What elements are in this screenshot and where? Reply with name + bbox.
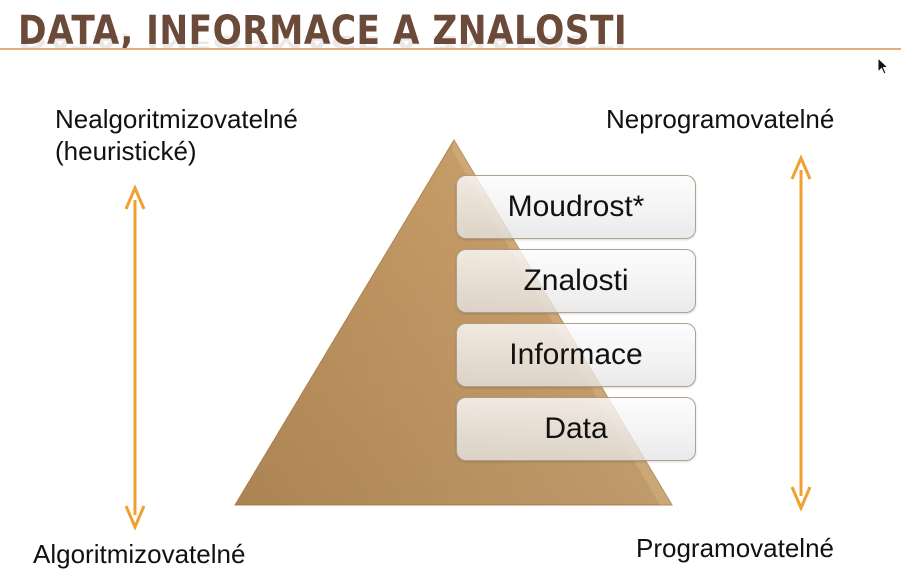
- pyramid-level-information: Informace: [456, 323, 696, 387]
- right-double-arrow-icon: [790, 154, 812, 512]
- left-double-arrow-icon: [124, 184, 146, 531]
- mouse-pointer-icon: [877, 57, 889, 75]
- pyramid-level-data: Data: [456, 397, 696, 461]
- left-top-label-line2: (heuristické): [55, 136, 197, 166]
- left-bottom-label: Algoritmizovatelné: [33, 539, 246, 569]
- pyramid-level-knowledge: Znalosti: [456, 249, 696, 313]
- right-top-label: Neprogramovatelné: [606, 104, 835, 134]
- pyramid-level-label: Data: [544, 412, 608, 445]
- pyramid-level-label: Moudrost*: [507, 190, 645, 223]
- pyramid-level-wisdom: Moudrost*: [456, 175, 696, 239]
- slide-title: DATA, INFORMACE A ZNALOSTI: [18, 8, 628, 54]
- title-underline: [0, 48, 901, 50]
- left-top-label-line1: Nealgoritmizovatelné: [55, 104, 298, 134]
- pyramid-level-label: Znalosti: [523, 264, 629, 297]
- left-top-label: Nealgoritmizovatelné (heuristické): [55, 103, 298, 167]
- right-bottom-label: Programovatelné: [636, 533, 834, 563]
- pyramid-level-label: Informace: [509, 338, 643, 371]
